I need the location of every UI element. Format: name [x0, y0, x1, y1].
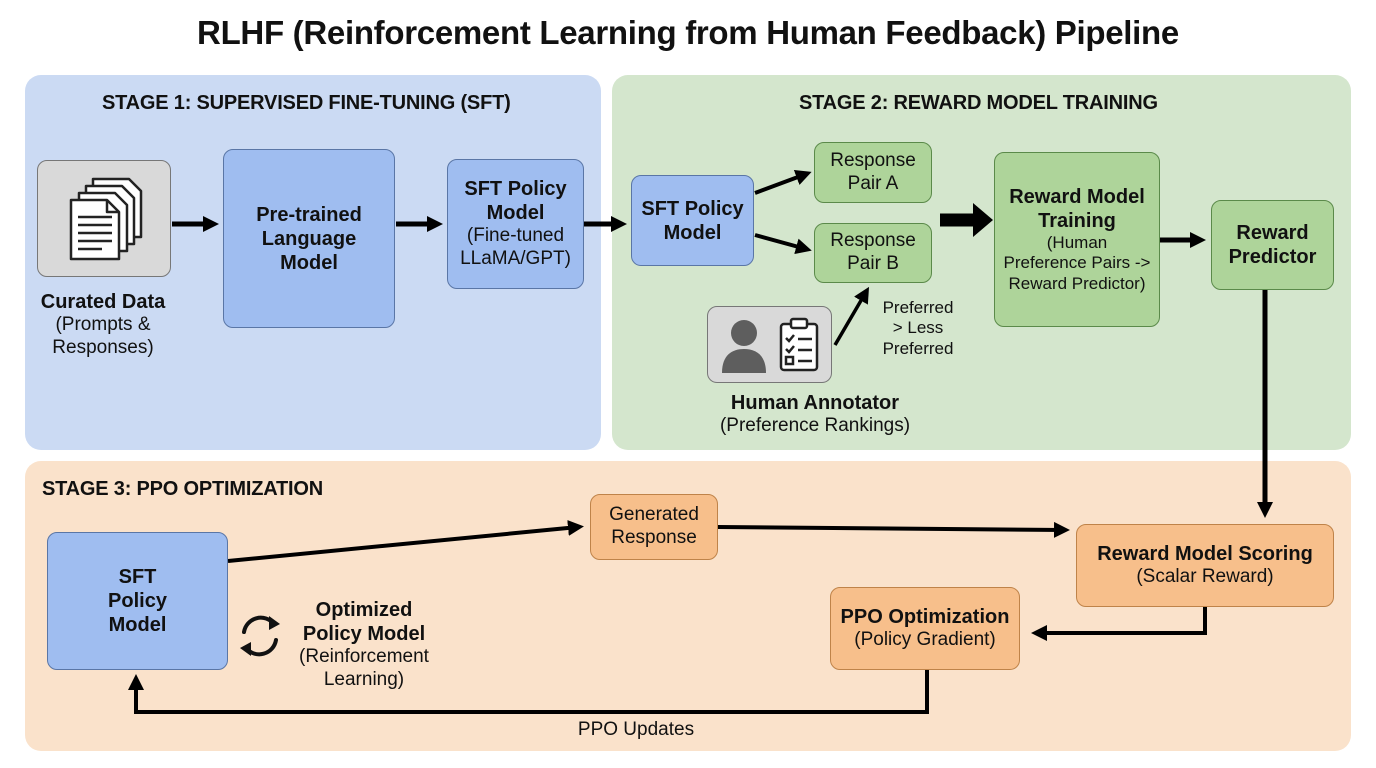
arrow-sft-to-pair-a — [754, 169, 812, 195]
human-annotator-icon-box — [707, 306, 832, 383]
arrow-annotator-to-pair-b — [833, 286, 870, 346]
generated-line2: Response — [611, 527, 697, 548]
ppo-title: PPO Optimization — [840, 606, 1010, 629]
rm-training-line1: Reward Model — [1009, 185, 1145, 208]
preferred-label: Preferred > Less Preferred — [862, 298, 974, 359]
optimized-line2: Policy Model — [302, 623, 426, 645]
rm-training-sub2: Preference Pairs -> — [1003, 253, 1151, 273]
cycle-arrows-icon — [240, 615, 280, 657]
arrow-generated-to-scoring — [717, 521, 1070, 538]
stage3-title: STAGE 3: PPO OPTIMIZATION — [42, 478, 323, 500]
arrow-pairs-to-training-head — [973, 203, 993, 237]
rm-training-sub1: (Human — [1046, 232, 1108, 252]
optimized-line1: Optimized — [315, 599, 413, 621]
predictor-line1: Reward — [1236, 222, 1309, 244]
preferred-line3: Preferred — [882, 338, 954, 358]
curated-data-sub1: (Prompts & — [55, 314, 151, 335]
pair-a-line1: Response — [830, 149, 916, 171]
arrow-scoring-to-ppo — [1031, 607, 1207, 641]
arrow-ppo-updates-loop — [128, 670, 929, 714]
sft2-line2: Model — [663, 221, 722, 244]
optimized-sub2: Learning) — [323, 668, 405, 690]
ppo-optimization-node: PPO Optimization (Policy Gradient) — [830, 587, 1020, 670]
diagram-title: RLHF (Reinforcement Learning from Human … — [197, 14, 1179, 51]
reward-predictor-node: Reward Predictor — [1211, 200, 1334, 290]
sft3-line2: Policy — [108, 590, 167, 612]
stage2-title: STAGE 2: REWARD MODEL TRAINING — [799, 92, 1158, 114]
preferred-line1: Preferred — [882, 298, 954, 317]
optimized-policy-label: Optimized Policy Model (Reinforcement Le… — [280, 598, 448, 692]
optimized-sub1: (Reinforcement — [299, 646, 429, 667]
pair-a-line2: Pair A — [847, 172, 899, 194]
clipboard-checklist-icon — [779, 317, 818, 371]
response-pair-a-node: Response Pair A — [814, 142, 932, 203]
scoring-sub: (Scalar Reward) — [1136, 566, 1274, 588]
rm-training-sub3: Reward Predictor) — [1008, 273, 1146, 293]
sft-policy-node-stage3: SFT Policy Model — [47, 532, 228, 670]
annotator-sub: (Preference Rankings) — [719, 415, 911, 436]
ppo-updates-label: PPO Updates — [577, 719, 695, 740]
sft3-line1: SFT — [118, 566, 157, 588]
rm-training-line2: Training — [1038, 209, 1116, 232]
pair-b-line1: Response — [830, 230, 916, 252]
sft1-sub1: (Fine-tuned — [466, 225, 565, 247]
arrow-sft-to-pair-b — [754, 233, 812, 255]
annotator-title: Human Annotator — [730, 392, 900, 414]
reward-model-scoring-node: Reward Model Scoring (Scalar Reward) — [1076, 524, 1334, 607]
pair-b-line2: Pair B — [847, 253, 899, 274]
human-annotator-label: Human Annotator (Preference Rankings) — [690, 391, 940, 438]
pretrained-line2: Language — [261, 227, 357, 250]
stage1-title: STAGE 1: SUPERVISED FINE-TUNING (SFT) — [102, 92, 511, 114]
curated-data-label: Curated Data (Prompts & Responses) — [23, 290, 183, 360]
sft1-sub2: LLaMA/GPT) — [460, 248, 571, 269]
ppo-sub: (Policy Gradient) — [854, 629, 996, 651]
curated-data-title: Curated Data — [40, 291, 166, 313]
predictor-line2: Predictor — [1228, 246, 1317, 268]
person-icon — [721, 319, 766, 373]
scoring-title: Reward Model Scoring — [1097, 543, 1313, 566]
pretrained-model-node: Pre-trained Language Model — [223, 149, 395, 328]
curated-data-icon-box — [37, 160, 171, 277]
generated-line1: Generated — [609, 504, 699, 526]
sft3-line3: Model — [108, 614, 167, 636]
reward-model-training-node: Reward Model Training (Human Preference … — [994, 152, 1160, 327]
curated-data-sub2: Responses) — [52, 336, 154, 358]
documents-icon — [69, 177, 143, 260]
preferred-line2: > Less — [892, 318, 944, 338]
pretrained-line3: Model — [280, 251, 338, 274]
arrow-sft-to-generated — [227, 520, 584, 563]
sft-policy-node-stage1: SFT Policy Model (Fine-tuned LLaMA/GPT) — [447, 159, 584, 289]
sft1-line2: Model — [486, 202, 545, 225]
sft-policy-node-stage2: SFT Policy Model — [631, 175, 754, 266]
response-pair-b-node: Response Pair B — [814, 223, 932, 283]
sft1-line1: SFT Policy — [464, 178, 567, 201]
generated-response-node: Generated Response — [590, 494, 718, 560]
pretrained-line1: Pre-trained — [256, 203, 362, 226]
sft2-line1: SFT Policy — [641, 197, 744, 220]
